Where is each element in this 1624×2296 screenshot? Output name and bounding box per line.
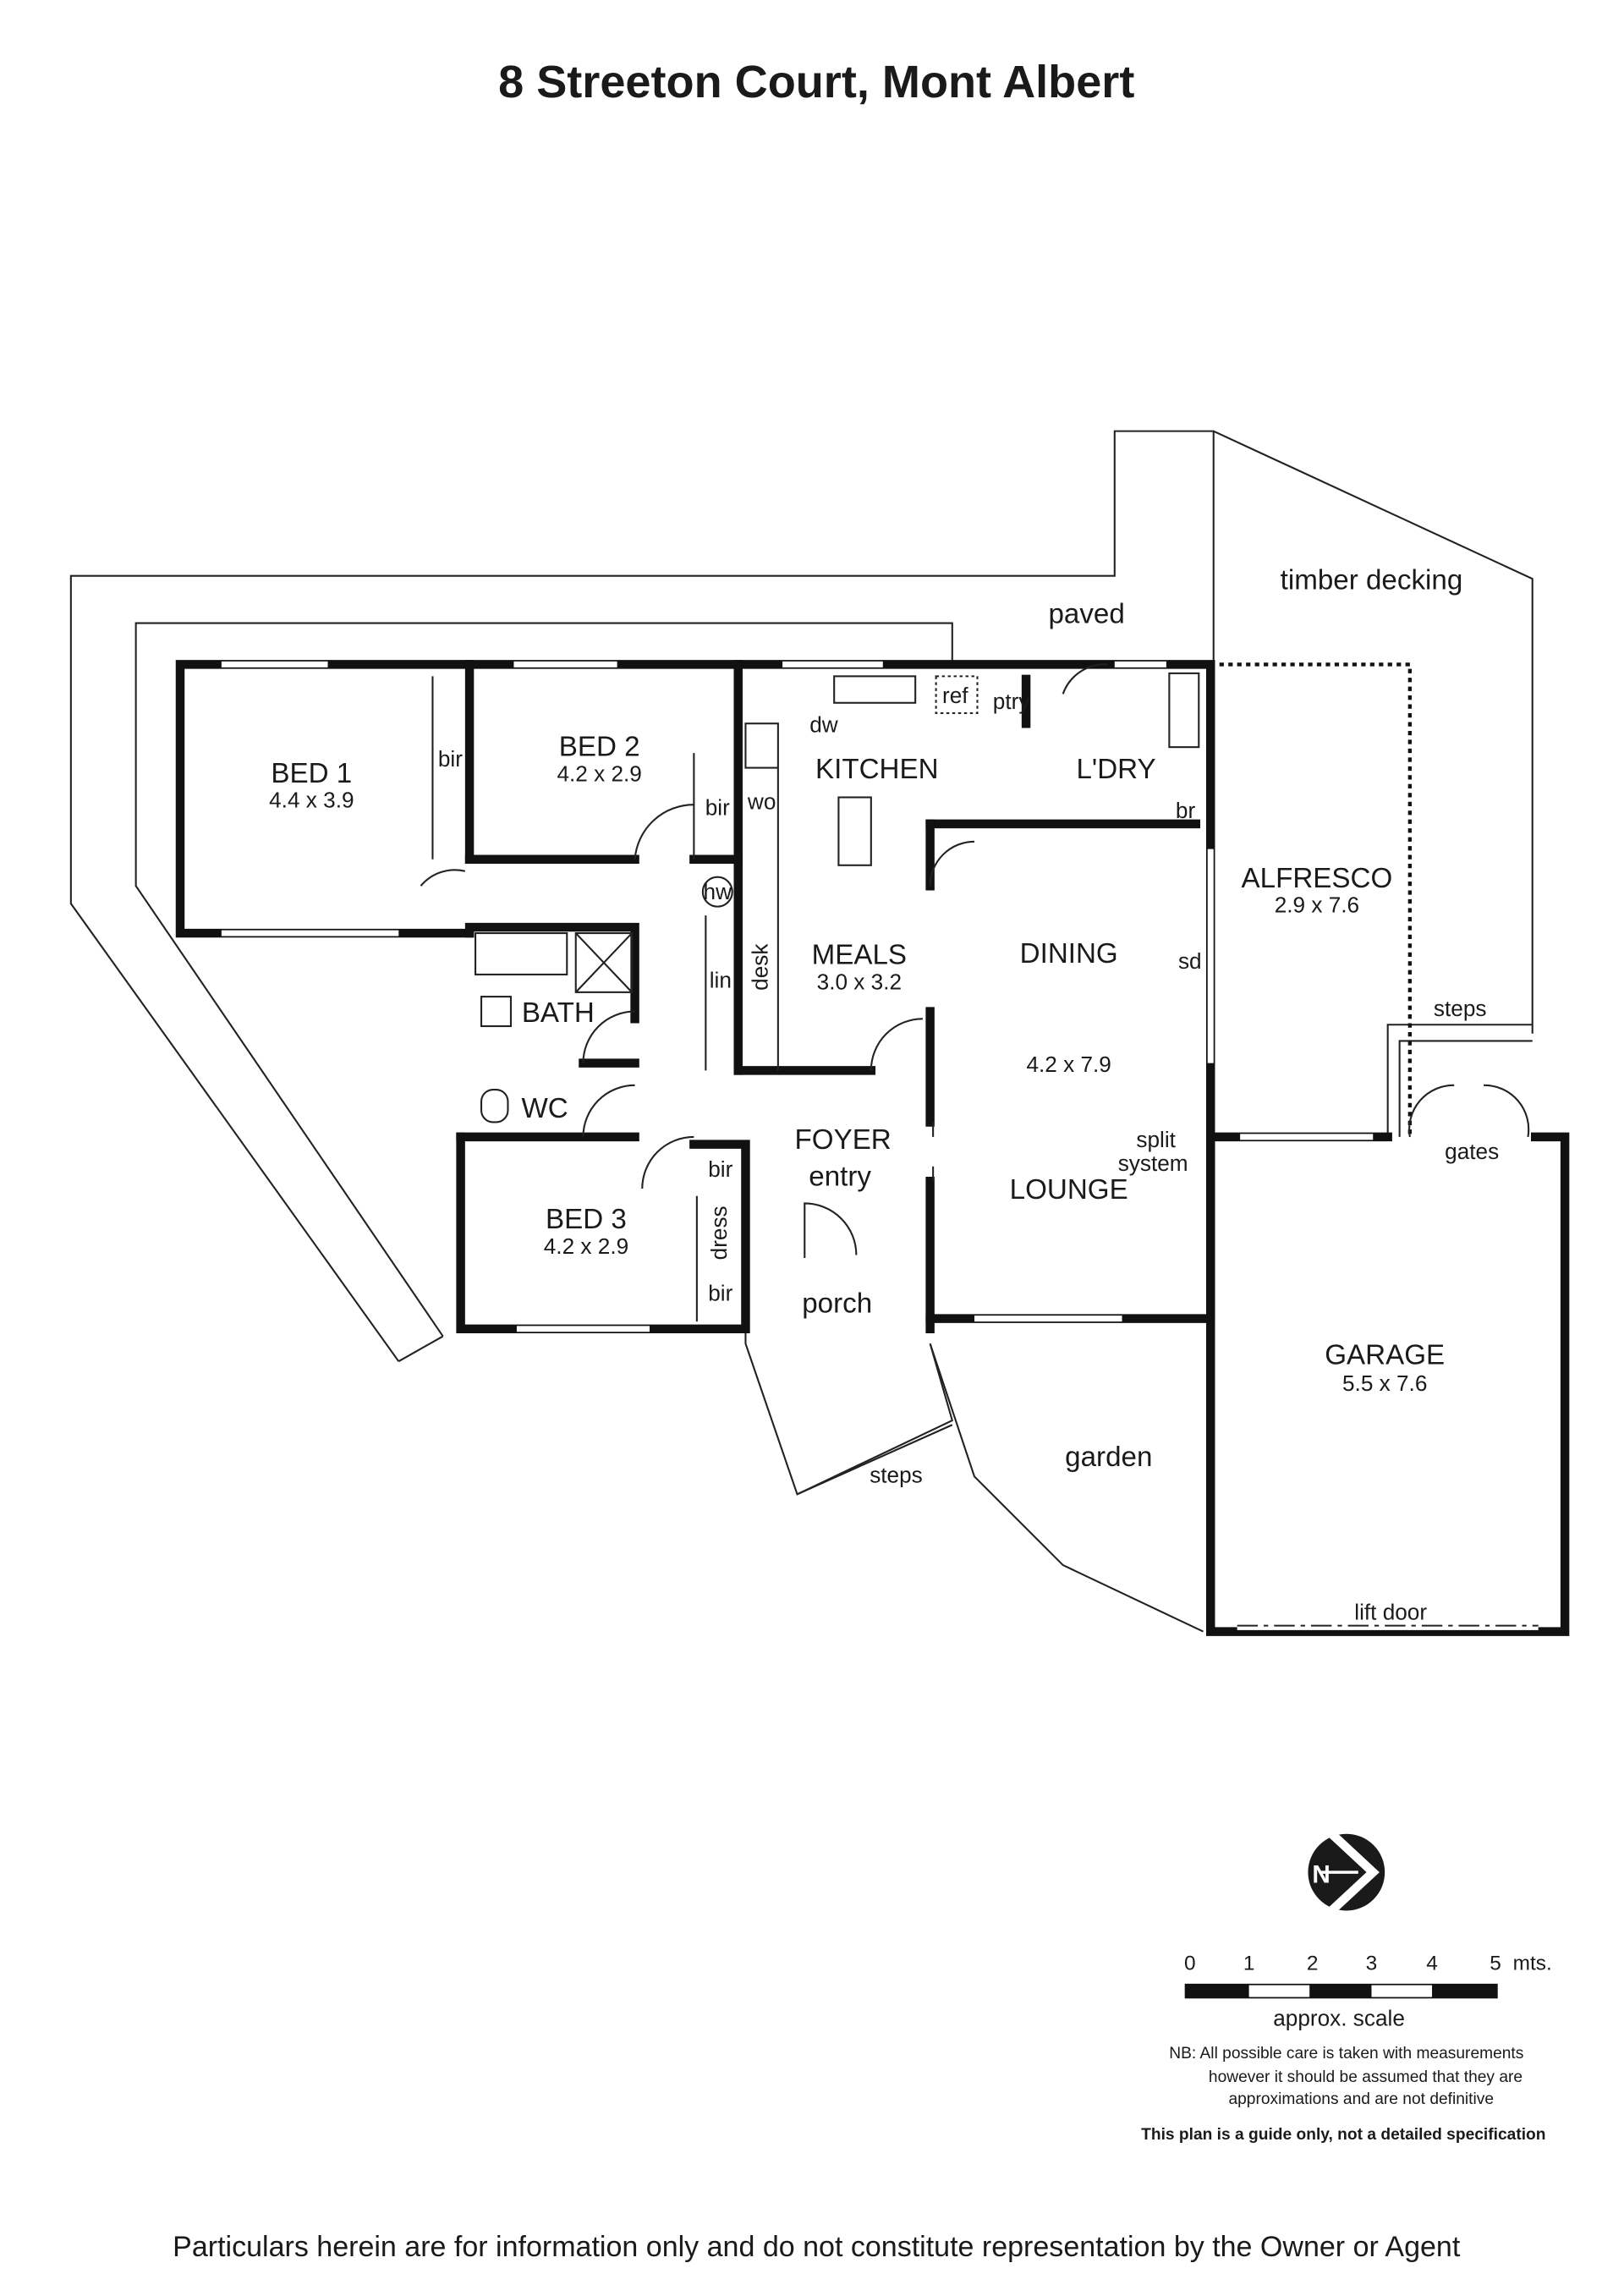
wc-label: WC xyxy=(521,1093,568,1124)
svg-text:1: 1 xyxy=(1243,1952,1255,1975)
bir-bed3-top: bir xyxy=(708,1156,732,1182)
svg-text:2: 2 xyxy=(1307,1952,1319,1975)
garden-label: garden xyxy=(1065,1442,1152,1473)
svg-text:3: 3 xyxy=(1366,1952,1378,1975)
disclaimer: Particulars herein are for information o… xyxy=(173,2231,1461,2263)
nb-line-3: approximations and are not definitive xyxy=(1228,2090,1494,2108)
dress-label: dress xyxy=(706,1206,732,1260)
bir-bed2: bir xyxy=(705,794,730,820)
broom-label: br xyxy=(1176,798,1196,823)
svg-text:mts.: mts. xyxy=(1513,1952,1552,1975)
hot-water-label: hw xyxy=(704,879,732,904)
north-arrow-icon: N xyxy=(1308,1830,1385,1914)
svg-text:5: 5 xyxy=(1490,1952,1501,1975)
lounge-label: LOUNGE xyxy=(1010,1174,1128,1206)
foyer-entry-label: entry xyxy=(809,1162,871,1193)
dining-label: DINING xyxy=(1020,938,1118,969)
bed3-label: BED 3 xyxy=(546,1204,627,1235)
svg-text:4: 4 xyxy=(1426,1952,1438,1975)
kitchen-label: KITCHEN xyxy=(815,754,939,785)
garage-label: GARAGE xyxy=(1325,1340,1445,1371)
porch-label: porch xyxy=(802,1288,872,1320)
split-label: split xyxy=(1136,1127,1176,1152)
ref-label: ref xyxy=(942,683,968,708)
system-label: system xyxy=(1118,1151,1188,1176)
nb-line-1: NB: All possible care is taken with meas… xyxy=(1169,2045,1523,2063)
dw-label: dw xyxy=(809,712,838,738)
sliding-door-label: sd xyxy=(1178,948,1202,974)
meals-dim: 3.0 x 3.2 xyxy=(817,969,902,994)
scale-bar: 0 1 2 3 4 5 mts. approx. scale xyxy=(1184,1952,1552,2030)
bir-bed3-bottom: bir xyxy=(708,1281,732,1306)
walls xyxy=(175,660,1570,1636)
guide-note: This plan is a guide only, not a detaile… xyxy=(1141,2126,1545,2144)
wall-oven-label: wo xyxy=(747,788,776,814)
lift-door-label: lift door xyxy=(1354,1600,1427,1625)
steps-rear-label: steps xyxy=(1434,996,1487,1021)
fixtures xyxy=(420,663,1530,1322)
page-title: 8 Streeton Court, Mont Albert xyxy=(498,57,1134,107)
alfresco-outline xyxy=(1210,662,1413,1134)
laundry-label: L'DRY xyxy=(1076,754,1155,785)
bir-bed1: bir xyxy=(438,746,463,772)
bed2-dim: 4.2 x 2.9 xyxy=(557,761,641,786)
timber-decking-label: timber decking xyxy=(1281,564,1463,596)
alfresco-label: ALFRESCO xyxy=(1242,863,1393,894)
foyer-label: FOYER xyxy=(795,1124,892,1156)
pantry-label: ptry xyxy=(993,689,1031,714)
dining-dim: 4.2 x 7.9 xyxy=(1026,1052,1111,1077)
bed1-dim: 4.4 x 3.9 xyxy=(269,788,354,813)
bed1-label: BED 1 xyxy=(271,758,352,789)
meals-label: MEALS xyxy=(812,940,907,971)
linen-label: lin xyxy=(710,968,732,993)
scale-caption: approx. scale xyxy=(1273,2006,1405,2031)
alfresco-dim: 2.9 x 7.6 xyxy=(1275,893,1359,918)
garage-dim: 5.5 x 7.6 xyxy=(1342,1370,1427,1396)
svg-text:0: 0 xyxy=(1184,1952,1196,1975)
desk-label: desk xyxy=(748,943,773,991)
site-boundary xyxy=(69,430,1533,1633)
windows xyxy=(221,661,1374,1332)
nb-line-2: however it should be assumed that they a… xyxy=(1209,2068,1522,2086)
paved-label: paved xyxy=(1048,599,1124,630)
bath-label: BATH xyxy=(522,997,595,1029)
bed3-dim: 4.2 x 2.9 xyxy=(544,1233,628,1259)
north-label: N xyxy=(1312,1860,1330,1888)
gates-label: gates xyxy=(1445,1139,1499,1164)
steps-front-label: steps xyxy=(870,1462,923,1487)
bed2-label: BED 2 xyxy=(559,732,640,763)
